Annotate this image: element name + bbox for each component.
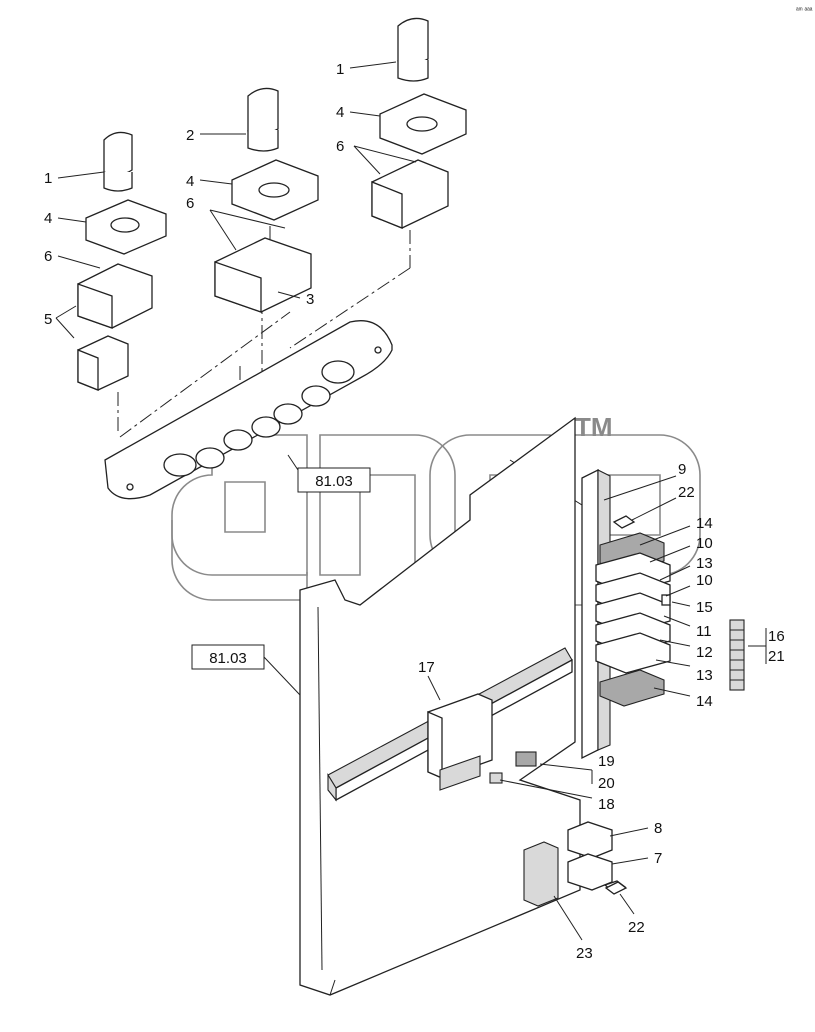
callout-label: 23 bbox=[576, 945, 593, 962]
callout-label: 12 bbox=[696, 644, 713, 661]
callout-label: 11 bbox=[696, 623, 712, 640]
callout-label: 6 bbox=[44, 248, 52, 265]
callout-label: 13 bbox=[696, 555, 713, 572]
reference-box-label: 81.03 bbox=[315, 473, 353, 490]
callout-label: 3 bbox=[306, 291, 314, 308]
terminal-block-stack bbox=[595, 532, 671, 707]
callout-label: 22 bbox=[678, 484, 695, 501]
control-panel-plate bbox=[104, 320, 393, 500]
reference-box-mounting: 81.03 bbox=[191, 644, 301, 696]
reference-box-panel: 81.03 bbox=[287, 454, 371, 493]
callout-labels: 1 4 6 5 2 4 6 3 1 4 6 9 22 14 10 13 10 1… bbox=[44, 61, 785, 962]
selector-switch-middle bbox=[214, 87, 319, 313]
callout-label: 18 bbox=[598, 796, 615, 813]
callout-label: 9 bbox=[678, 461, 686, 478]
callout-label: 13 bbox=[696, 667, 713, 684]
callout-label: 22 bbox=[628, 919, 645, 936]
callout-label: 4 bbox=[44, 210, 52, 227]
callout-label: 14 bbox=[696, 693, 713, 710]
fuse-holder-block bbox=[427, 693, 537, 791]
screws bbox=[604, 515, 636, 895]
callout-label: 17 bbox=[418, 659, 435, 676]
marker-strip bbox=[729, 619, 745, 691]
reference-box-label: 81.03 bbox=[209, 650, 247, 667]
callout-label: 4 bbox=[186, 173, 194, 190]
callout-label: 5 bbox=[44, 311, 52, 328]
trademark-symbol: TM bbox=[575, 412, 613, 442]
callout-label: 8 bbox=[654, 820, 662, 837]
callout-label: 21 bbox=[768, 648, 785, 665]
selector-switch-left bbox=[77, 131, 167, 391]
mounting-panel bbox=[299, 416, 581, 996]
relay-assembly bbox=[523, 821, 627, 907]
leader-lines bbox=[55, 61, 767, 941]
callout-label: 6 bbox=[336, 138, 344, 155]
callout-label: 1 bbox=[44, 170, 52, 187]
corner-mark: ᵃᵐ ᵃᵃᵃ bbox=[796, 7, 813, 14]
selector-switch-right bbox=[371, 17, 467, 229]
callout-label: 14 bbox=[696, 515, 713, 532]
callout-label: 7 bbox=[654, 850, 662, 867]
callout-label: 16 bbox=[768, 628, 785, 645]
callout-label: 1 bbox=[336, 61, 344, 78]
callout-label: 6 bbox=[186, 195, 194, 212]
callout-label: 20 bbox=[598, 775, 615, 792]
callout-label: 15 bbox=[696, 599, 713, 616]
callout-label: 4 bbox=[336, 104, 344, 121]
callout-label: 10 bbox=[696, 535, 713, 552]
callout-label: 2 bbox=[186, 127, 194, 144]
callout-label: 10 bbox=[696, 572, 713, 589]
callout-label: 19 bbox=[598, 753, 615, 770]
